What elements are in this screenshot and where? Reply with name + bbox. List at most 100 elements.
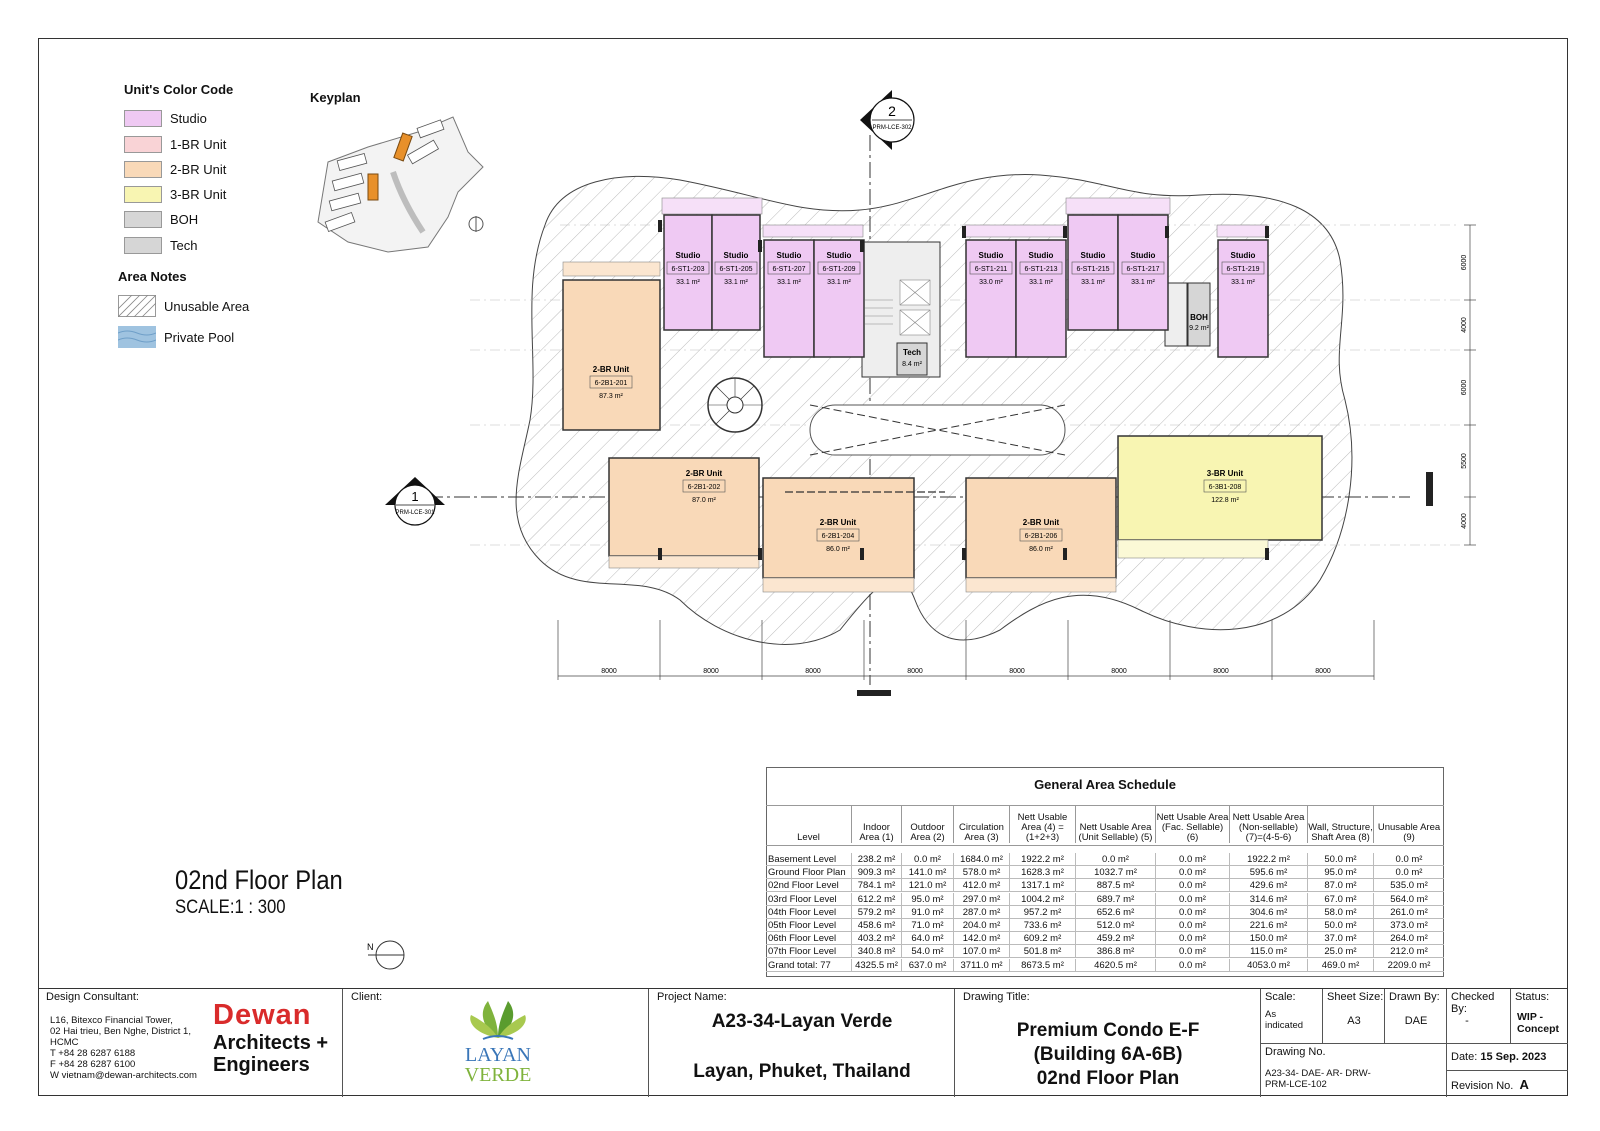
schedule-cell: 67.0 m² [1307, 892, 1373, 905]
boh-swatch [124, 211, 162, 228]
unit-code-box [1221, 261, 1265, 275]
svg-text:9.2 m²: 9.2 m² [1189, 325, 1210, 332]
unit-area-label: 87.3 m² [599, 393, 623, 400]
schedule-header-cell: Nett Usable Area (4) = (1+2+3) [1009, 805, 1075, 843]
unit-studio-217 [1117, 214, 1169, 331]
dimension-label: 6000 [1461, 255, 1468, 271]
unit-code-box [816, 528, 860, 542]
schedule-cell: 1032.7 m² [1075, 866, 1155, 879]
unit-studio-213 [1015, 239, 1067, 358]
unit-2br-202 [608, 457, 760, 557]
unit-type-label: 2-BR Unit [593, 365, 630, 374]
schedule-header-cell: Nett Usable Area (Non-sellable) (7)=(4-5… [1229, 805, 1307, 843]
unit-code-label: 6-ST1-209 [822, 266, 855, 273]
project-cell: Project Name: A23-34-Layan Verde Layan, … [649, 989, 955, 1097]
unit-3br-208 [1117, 435, 1323, 541]
dimension-label: 8000 [601, 668, 617, 675]
legend-boh: BOH [124, 211, 198, 228]
schedule-cell: 1317.1 m² [1009, 879, 1075, 892]
unit-code-box [767, 261, 811, 275]
unit-code-box [1203, 479, 1247, 493]
floor-plan: Tech 8.4 m² BOH 9.2 m² Studio6-ST1-20333… [385, 90, 1476, 696]
unit-type-label: Studio [676, 251, 701, 260]
dimension-label: 8000 [1213, 668, 1229, 675]
unit-type-label: 2-BR Unit [1023, 518, 1060, 527]
unit-studio-215 [1067, 214, 1119, 331]
schedule-cell: 386.8 m² [1075, 945, 1155, 958]
schedule-cell: 107.0 m² [953, 945, 1009, 958]
schedule-cell: 3711.0 m² [953, 958, 1009, 971]
svg-text:PRM-LCE-302: PRM-LCE-302 [872, 125, 912, 131]
unit-code-box [1019, 261, 1063, 275]
schedule-cell: 02nd Floor Level [768, 880, 839, 892]
schedule-cell: 0.0 m² [901, 853, 953, 865]
boh-room [1187, 282, 1211, 347]
schedule-cell: 0.0 m² [1155, 958, 1229, 971]
color-code-title: Unit's Color Code [124, 82, 234, 97]
schedule-cell: 512.0 m² [1075, 919, 1155, 931]
schedule-cell: 04th Floor Level [768, 906, 837, 918]
unit-area-label: 33.1 m² [1029, 279, 1053, 286]
schedule-cell: 212.0 m² [1373, 945, 1444, 958]
schedule-cell: 25.0 m² [1307, 945, 1373, 958]
schedule-cell: 412.0 m² [953, 879, 1009, 892]
schedule-cell: 0.0 m² [1155, 905, 1229, 918]
drawing-sheet-border [38, 38, 1568, 1096]
unit-area-label: 33.0 m² [979, 279, 1003, 286]
unit-area-label: 33.1 m² [1081, 279, 1105, 286]
unit-code-box [589, 375, 633, 389]
unit-studio-203 [663, 214, 713, 331]
unit-code-label: 6-2B1-204 [822, 533, 855, 540]
client-cell: Client: LAYAN VERDE [343, 989, 649, 1097]
schedule-cell: 37.0 m² [1307, 932, 1373, 945]
schedule-cell: 91.0 m² [901, 905, 953, 918]
dimension-label: 8000 [703, 668, 719, 675]
unit-studio-209 [813, 239, 865, 358]
dimension-label: 8000 [907, 668, 923, 675]
drawing-title: Premium Condo E-F (Building 6A-6B) 02nd … [1016, 1020, 1200, 1089]
schedule-cell: 297.0 m² [953, 892, 1009, 905]
project-location: Layan, Phuket, Thailand [693, 1061, 911, 1082]
north-arrow-icon: N [367, 940, 405, 970]
schedule-cell: 429.6 m² [1229, 879, 1307, 892]
unit-code-label: 6-ST1-217 [1126, 266, 1159, 273]
schedule-header-cell: Nett Usable Area (Fac. Sellable) (6) [1155, 805, 1229, 843]
schedule-cell: 564.0 m² [1373, 892, 1444, 905]
unit-code-box [1071, 261, 1115, 275]
drawing-title-cell: Drawing Title: Premium Condo E-F (Buildi… [955, 989, 1261, 1097]
unit-area-label: 33.1 m² [777, 279, 801, 286]
schedule-cell: 4325.5 m² [851, 958, 901, 971]
section-end-mark-2 [857, 690, 891, 696]
unit-area-label: 122.8 m² [1211, 497, 1239, 504]
dimension-label: 5500 [1461, 453, 1468, 469]
2br-swatch [124, 161, 162, 178]
keyplan-drawing [317, 116, 484, 253]
unit-code-label: 6-2B1-201 [595, 380, 628, 387]
dimension-label: 8000 [1111, 668, 1127, 675]
dewan-logo: Dewan Architects + Engineers [213, 999, 329, 1076]
schedule-cell: 340.8 m² [851, 945, 901, 958]
schedule-cell: 06th Floor Level [768, 933, 837, 945]
unit-type-label: Studio [979, 251, 1004, 260]
schedule-cell: 71.0 m² [901, 919, 953, 931]
schedule-cell: 458.6 m² [851, 919, 901, 931]
schedule-cell: 373.0 m² [1373, 919, 1444, 931]
consultant-cell: Design Consultant: L16, Bitexco Financia… [38, 989, 343, 1097]
unit-code-label: 6-3B1-208 [1209, 484, 1242, 491]
unit-type-label: Studio [777, 251, 802, 260]
unit-2br-204 [762, 477, 915, 579]
schedule-cell: 264.0 m² [1373, 932, 1444, 945]
schedule-cell: 2209.0 m² [1373, 958, 1444, 971]
schedule-header-cell: Indoor Area (1) [851, 805, 901, 843]
schedule-cell: Ground Floor Plan [768, 867, 846, 879]
schedule-cell: 0.0 m² [1155, 853, 1229, 865]
unit-area-label: 33.1 m² [724, 279, 748, 286]
svg-text:2: 2 [888, 103, 896, 119]
unit-type-label: 3-BR Unit [1207, 469, 1244, 478]
schedule-cell: 4620.5 m² [1075, 958, 1155, 971]
unit-studio-219 [1217, 239, 1269, 358]
